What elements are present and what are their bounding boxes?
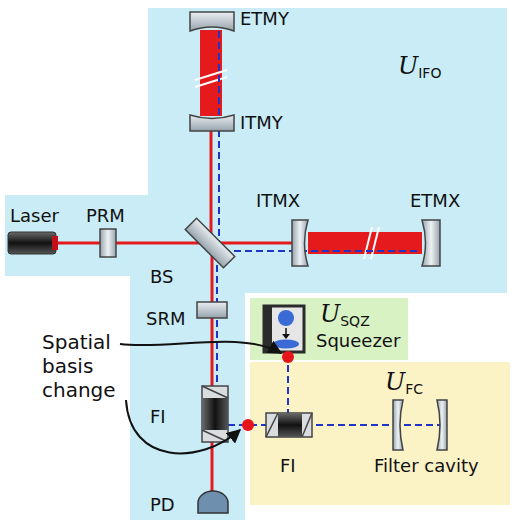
operator-symbol: U: [320, 300, 340, 328]
operator-symbol: U: [385, 368, 405, 396]
operator-subscript: SQZ: [340, 313, 370, 329]
mirror-label: ETMY: [240, 8, 289, 29]
squeezer-region: USQZSqueezer: [250, 298, 408, 360]
component-label: FI: [280, 455, 296, 476]
photodiode: [198, 491, 228, 513]
component-label: BS: [150, 266, 173, 287]
mirror-etmy: [190, 12, 234, 31]
operator-symbol: U: [398, 52, 418, 80]
operator-subscript: FC: [405, 381, 423, 397]
node-label: Squeezer: [316, 330, 400, 351]
mirror-label: ITMY: [240, 112, 283, 133]
component-label: Filter cavity: [374, 455, 479, 476]
break-marks: [195, 70, 379, 259]
faraday-isolator-fc: [266, 413, 312, 437]
mirror-label: ETMX: [410, 190, 460, 211]
mirror-label: ITMX: [256, 190, 300, 211]
laser-aperture: [52, 236, 58, 250]
squeezed-beam-path: [212, 31, 440, 425]
leader-arrow: [120, 342, 281, 353]
mirror-itmy: [190, 115, 234, 131]
mirror-itmx: [292, 220, 308, 266]
laser-beams: [58, 130, 292, 500]
squeezer-box: Squeezer: [262, 304, 306, 354]
beam-splitter: [185, 218, 234, 267]
basis-change-dot: [242, 419, 254, 431]
callout-text: Spatial basis change: [42, 330, 132, 402]
mirror-etmx: [422, 220, 440, 266]
filter-cavity-input-mirror: [393, 400, 403, 450]
basis-change-dot: [282, 351, 294, 363]
component-label: Laser: [10, 205, 59, 226]
mirror-label: SRM: [146, 308, 185, 329]
mirror-label: PRM: [86, 205, 125, 226]
component-label: FI: [150, 406, 166, 427]
laser-body: [8, 232, 56, 254]
leader-arrow: [126, 400, 240, 453]
component-label: PD: [150, 494, 175, 515]
mirror-prm: [100, 229, 116, 257]
squeezer-icon: [262, 304, 306, 354]
operator-subscript: IFO: [418, 65, 441, 81]
faraday-isolator-ifo: [202, 386, 228, 442]
filter-cavity-end-mirror: [437, 400, 447, 450]
mirror-srm: [197, 302, 227, 318]
